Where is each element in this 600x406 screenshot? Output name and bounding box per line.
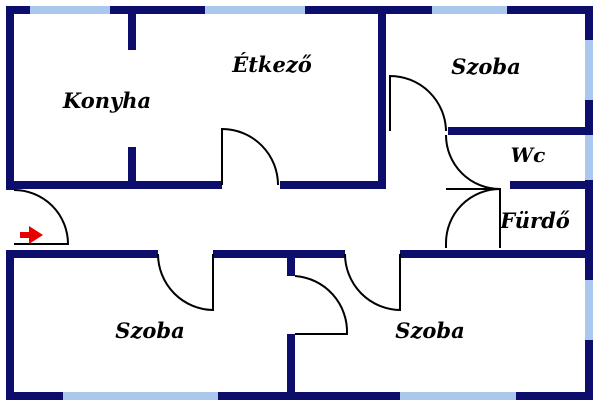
outer-wall-right-2 <box>585 100 593 135</box>
bottom-wall-left <box>6 250 158 258</box>
kitchen-dining-wall-right <box>280 181 386 189</box>
outer-wall-bottom-2 <box>218 392 400 400</box>
window-bottom-right <box>400 392 516 400</box>
entrance-arrow-icon <box>20 226 43 244</box>
room-tr-bottom-wall <box>448 127 593 135</box>
bottom-wall-middle <box>213 250 345 258</box>
wc-bathroom-wall <box>510 181 593 189</box>
label-dining: Étkező <box>231 52 312 77</box>
label-room-top-right: Szoba <box>451 54 520 79</box>
kitchen-partition-bottom <box>128 147 136 183</box>
bathroom-door <box>445 187 501 248</box>
entrance-door <box>13 189 70 245</box>
outer-wall-top-1 <box>6 6 30 14</box>
outer-wall-top-3 <box>305 6 432 14</box>
window-top-left <box>30 6 110 14</box>
room-tr-wall-upper <box>378 6 386 133</box>
label-kitchen: Konyha <box>62 88 151 113</box>
bathroom-hall-wall <box>510 181 518 189</box>
room-bottom-right-door <box>344 253 401 312</box>
outer-wall-right-1 <box>585 6 593 40</box>
dining-door <box>221 127 279 186</box>
outer-wall-bottom-1 <box>6 392 63 400</box>
outer-wall-right-4 <box>585 340 593 400</box>
label-bathroom: Fürdő <box>499 208 570 233</box>
room-divider-lower <box>287 334 295 400</box>
outer-wall-bottom-3 <box>516 392 593 400</box>
kitchen-partition-top <box>128 14 136 50</box>
doors <box>13 74 501 335</box>
window-right-bottom <box>585 280 593 340</box>
room-divider-upper <box>287 250 295 276</box>
room-top-right-door <box>389 74 447 132</box>
window-right-wc <box>585 135 593 180</box>
window-right-top <box>585 40 593 100</box>
label-room-bottom-right: Szoba <box>395 318 464 343</box>
window-top-middle <box>205 6 305 14</box>
window-bottom-left <box>63 392 218 400</box>
label-room-bottom-left: Szoba <box>115 318 184 343</box>
bottom-wall-right <box>400 250 593 258</box>
windows <box>30 6 593 400</box>
outer-wall-left-lower <box>6 250 14 400</box>
outer-wall-right-3 <box>585 180 593 280</box>
outer-wall-top-4 <box>507 6 593 14</box>
room-bottom-left-door <box>157 253 214 312</box>
outer-wall-top-2 <box>110 6 205 14</box>
kitchen-dining-wall-left <box>6 181 222 189</box>
window-top-right <box>432 6 507 14</box>
room-tr-wall-lower <box>378 131 386 189</box>
label-toilet: Wc <box>511 143 546 167</box>
walls <box>6 6 593 400</box>
room-bottom-middle-door <box>294 275 349 335</box>
outer-wall-left-upper <box>6 6 14 190</box>
